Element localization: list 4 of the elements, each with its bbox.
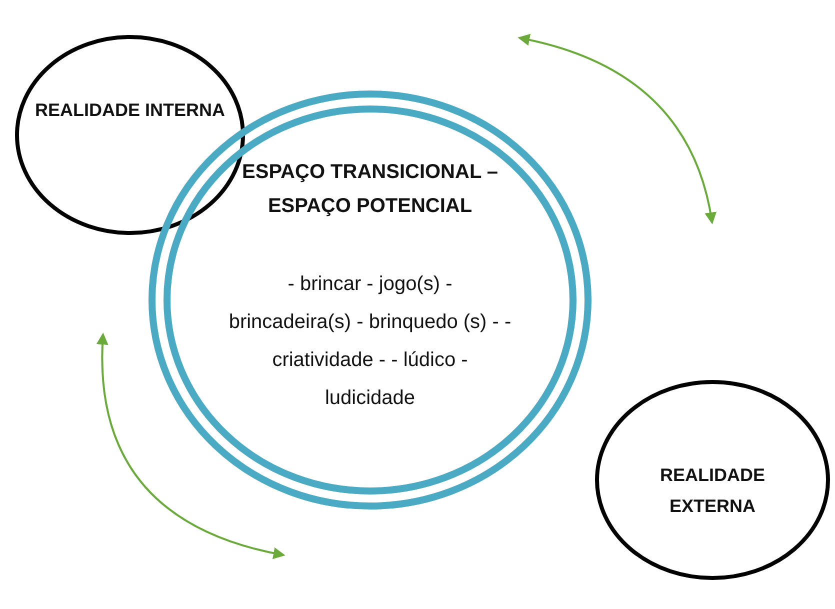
node-title: REALIDADE INTERNA [35,99,225,122]
node-title: REALIDADE EXTERNA [658,464,766,518]
node-title: ESPAÇO TRANSICIONAL – ESPAÇO POTENCIAL [241,160,499,219]
node-text: - brincar - jogo(s) - brincadeira(s) - brinquedo (s) - -criatividade - - lúdico - ludicidade [228,272,512,411]
